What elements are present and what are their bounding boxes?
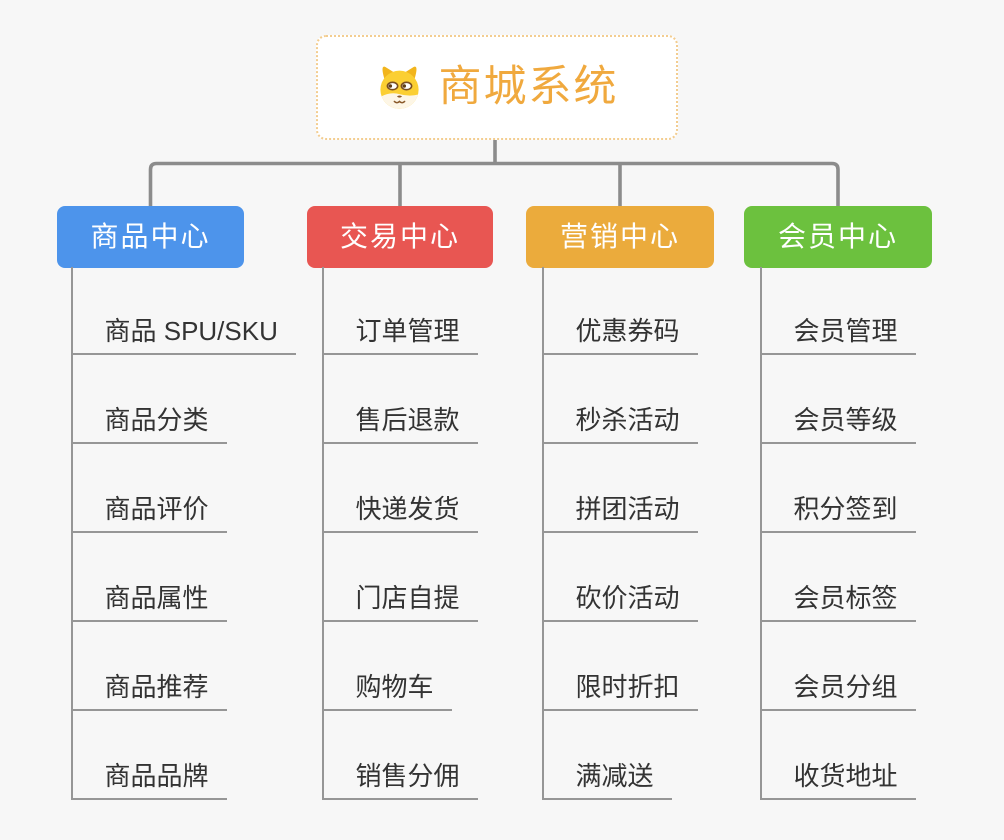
- leaf-topic[interactable]: 会员标签: [761, 533, 916, 622]
- leaf-topic[interactable]: 快递发货: [323, 444, 478, 533]
- leaf-topic[interactable]: 会员分组: [761, 622, 916, 711]
- leaf-topic[interactable]: 门店自提: [323, 533, 478, 622]
- leaf-topic[interactable]: 订单管理: [323, 267, 478, 355]
- branch-topic-product-center[interactable]: 商品中心: [57, 206, 244, 268]
- leaf-topic[interactable]: 商品分类: [72, 355, 227, 444]
- branch-children-marketing-center: 优惠券码 秒杀活动 拼团活动 砍价活动 限时折扣 满减送: [541, 267, 698, 800]
- leaf-topic[interactable]: 拼团活动: [543, 444, 698, 533]
- leaf-topic[interactable]: 满减送: [543, 711, 672, 800]
- leaf-topic[interactable]: 砍价活动: [543, 533, 698, 622]
- leaf-topic[interactable]: 收货地址: [761, 711, 916, 800]
- leaf-topic[interactable]: 秒杀活动: [543, 355, 698, 444]
- leaf-topic[interactable]: 商品 SPU/SKU: [72, 267, 296, 355]
- dog-face-icon: [376, 64, 423, 111]
- branch-children-member-center: 会员管理 会员等级 积分签到 会员标签 会员分组 收货地址: [759, 267, 916, 800]
- leaf-topic[interactable]: 商品属性: [72, 533, 227, 622]
- leaf-topic[interactable]: 积分签到: [761, 444, 916, 533]
- branch-topic-label: 商品中心: [90, 221, 211, 252]
- leaf-topic[interactable]: 商品评价: [72, 444, 227, 533]
- branch-children-trade-center: 订单管理 售后退款 快递发货 门店自提 购物车 销售分佣: [321, 267, 478, 800]
- branch-topic-label: 营销中心: [559, 221, 680, 252]
- leaf-topic[interactable]: 售后退款: [323, 355, 478, 444]
- branch-topic-trade-center[interactable]: 交易中心: [307, 206, 493, 268]
- branch-topic-marketing-center[interactable]: 营销中心: [526, 206, 714, 268]
- leaf-topic[interactable]: 优惠券码: [543, 267, 698, 355]
- leaf-topic[interactable]: 会员管理: [761, 267, 916, 355]
- branch-topic-label: 交易中心: [339, 221, 460, 252]
- leaf-topic[interactable]: 限时折扣: [543, 622, 698, 711]
- branch-topic-member-center[interactable]: 会员中心: [744, 206, 932, 268]
- branch-children-product-center: 商品 SPU/SKU 商品分类 商品评价 商品属性 商品推荐 商品品牌: [70, 267, 296, 800]
- leaf-topic[interactable]: 商品推荐: [72, 622, 227, 711]
- branch-topic-label: 会员中心: [777, 221, 898, 252]
- root-topic-label: 商城系统: [438, 63, 619, 111]
- root-topic[interactable]: 商城系统: [316, 35, 678, 140]
- leaf-topic[interactable]: 购物车: [323, 622, 452, 711]
- leaf-topic[interactable]: 商品品牌: [72, 711, 227, 800]
- leaf-topic[interactable]: 会员等级: [761, 355, 916, 444]
- branch-bus-line: [148, 161, 840, 208]
- leaf-topic[interactable]: 销售分佣: [323, 711, 478, 800]
